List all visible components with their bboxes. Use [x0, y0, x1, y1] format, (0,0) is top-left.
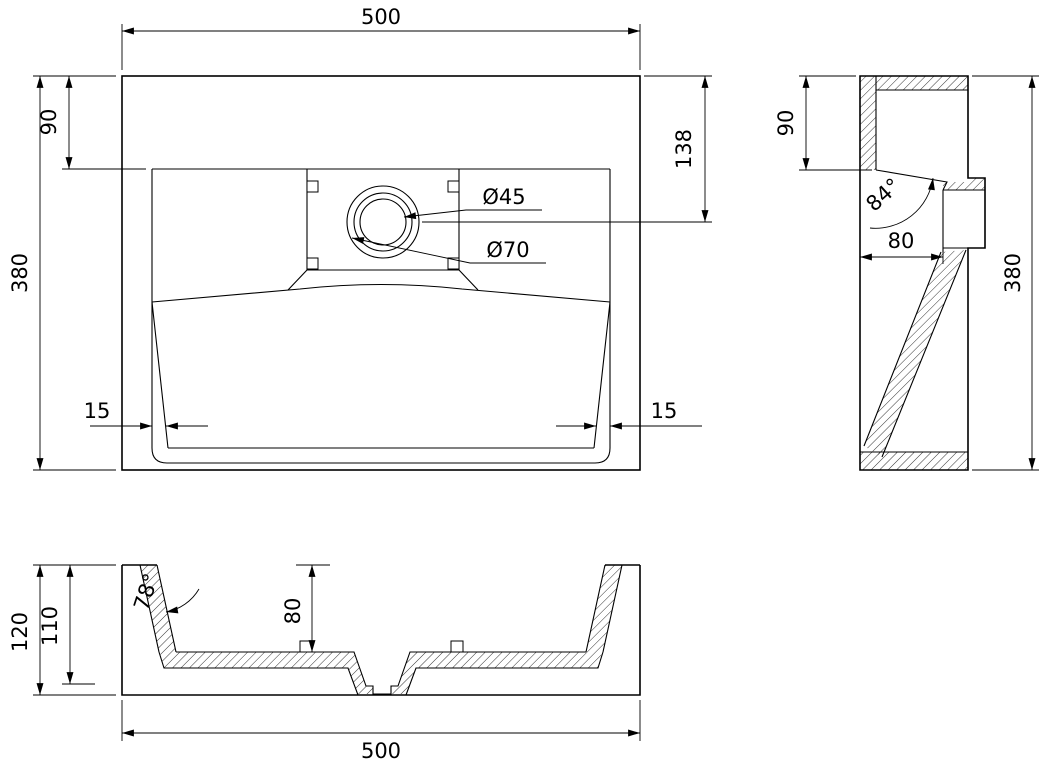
plan-depth-label: 380	[8, 253, 32, 293]
front-floor-bottom-line	[158, 651, 604, 696]
shelf-notch	[447, 180, 460, 193]
leader-drain-inner: Ø45	[403, 185, 542, 220]
front-inner-height-label: 110	[38, 606, 62, 646]
side-section-view: 90 84° 80 380	[774, 75, 1039, 471]
front-floor-top-line	[176, 651, 586, 695]
drain-hole-circle	[359, 198, 407, 246]
dim-plan-slot-left: 15	[84, 399, 208, 430]
dim-plan-slot-right: 15	[556, 399, 702, 430]
ramp-break-line	[151, 283, 611, 303]
front-outer-profile	[121, 564, 641, 696]
plan-deck-label: 90	[37, 109, 61, 136]
front-section-view: 120 110 78° 80 500	[8, 564, 641, 763]
side-depth-label: 380	[1001, 253, 1025, 293]
dim-plan-drain-offset: 138	[422, 75, 712, 223]
dim-plan-width: 500	[121, 5, 641, 70]
dim-plan-deck: 90	[37, 76, 146, 170]
plan-drain-shelf	[306, 169, 460, 271]
side-ramp-lines	[860, 249, 968, 458]
leader-drain-outer: Ø70	[351, 237, 546, 264]
drain-inner-diameter-label: Ø45	[482, 185, 525, 209]
plan-outer-edge	[121, 75, 641, 471]
drain-middle-circle	[353, 192, 413, 252]
plan-drain-offset-label: 138	[672, 129, 696, 169]
dim-front-basin-depth: 80	[281, 564, 330, 652]
front-total-height-label: 120	[8, 612, 32, 652]
floor-notch	[450, 640, 464, 653]
shelf-slope-connectors	[287, 269, 479, 291]
plan-width-label: 500	[361, 5, 401, 29]
side-deck-inner-lines	[875, 76, 968, 170]
ramp-front-edge	[151, 301, 611, 449]
plan-ramp-edges	[151, 269, 611, 449]
dim-side-deck: 90	[774, 75, 872, 171]
dim-front-inner-height: 110	[38, 565, 95, 685]
side-drain-shelf-lines	[875, 169, 985, 252]
front-outline	[121, 564, 641, 696]
side-ramp-angle-label: 84°	[861, 173, 905, 216]
side-deck-label: 90	[774, 110, 798, 137]
drain-flange-circle	[346, 185, 420, 259]
dim-plan-depth: 380	[8, 75, 116, 471]
side-hatching	[860, 76, 985, 470]
shelf-notch	[306, 257, 319, 270]
front-width-label: 500	[361, 739, 401, 763]
plan-slot-right-label: 15	[651, 399, 678, 423]
dim-front-width: 500	[121, 700, 641, 763]
drain-outer-diameter-label: Ø70	[486, 238, 529, 262]
drain-shelf-outline	[306, 169, 460, 271]
floor-notch	[299, 640, 313, 653]
dim-front-total-height: 120	[8, 564, 116, 696]
side-outer-profile	[859, 75, 986, 471]
dim-side-ramp-angle: 84°	[861, 173, 935, 229]
front-hatching	[140, 565, 622, 694]
shelf-notch	[447, 257, 460, 270]
plan-outline	[121, 75, 641, 471]
side-basin-depth-label: 80	[888, 229, 915, 253]
front-wall-lines	[139, 564, 623, 653]
plan-view: 500 380 90 138 Ø45 Ø70 15	[8, 5, 712, 471]
dim-side-depth: 380	[972, 75, 1039, 471]
side-outline	[859, 75, 986, 471]
dim-side-basin-depth: 80	[860, 229, 944, 264]
shelf-notch	[306, 180, 319, 193]
plan-rim-inner-edge	[151, 169, 611, 464]
front-basin-depth-label: 80	[281, 598, 305, 625]
plan-slot-left-label: 15	[84, 399, 111, 423]
